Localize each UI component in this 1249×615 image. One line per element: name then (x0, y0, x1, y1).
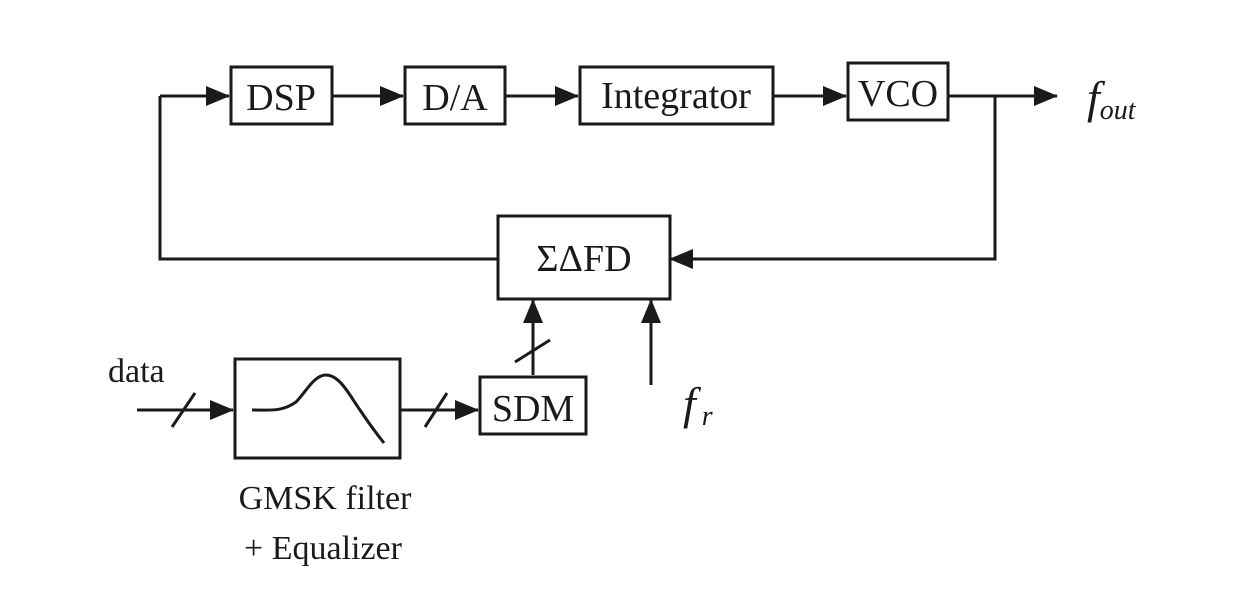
integrator-block: Integrator (578, 65, 775, 126)
vco-feedback-wire (672, 96, 997, 261)
vco-label: VCO (858, 73, 938, 115)
fout-label: fout (1087, 72, 1137, 126)
dsp-label: DSP (246, 77, 316, 119)
sdfd-to-dsp-wire (158, 96, 498, 261)
gmsk-filter-block (233, 357, 402, 460)
sdm-block: SDM (478, 375, 588, 436)
da-block: D/A (403, 65, 507, 126)
filter-response-curve-icon (251, 373, 386, 444)
vco-block: VCO (846, 61, 950, 122)
integrator-label: Integrator (601, 75, 751, 117)
sdm-bus-slash (514, 338, 551, 364)
filter-caption-line2: + Equalizer (244, 530, 403, 567)
sigma-delta-fd-label: ΣΔFD (536, 238, 631, 280)
data-bus-slash (170, 392, 197, 428)
filter-bus-slash (423, 392, 449, 428)
filter-caption-line1: GMSK filter (239, 480, 413, 517)
dsp-block: DSP (229, 65, 334, 126)
da-label: D/A (422, 77, 488, 119)
data-label: data (108, 353, 165, 390)
sigma-delta-fd-block: ΣΔFD (496, 214, 672, 301)
sdm-label: SDM (492, 388, 574, 430)
